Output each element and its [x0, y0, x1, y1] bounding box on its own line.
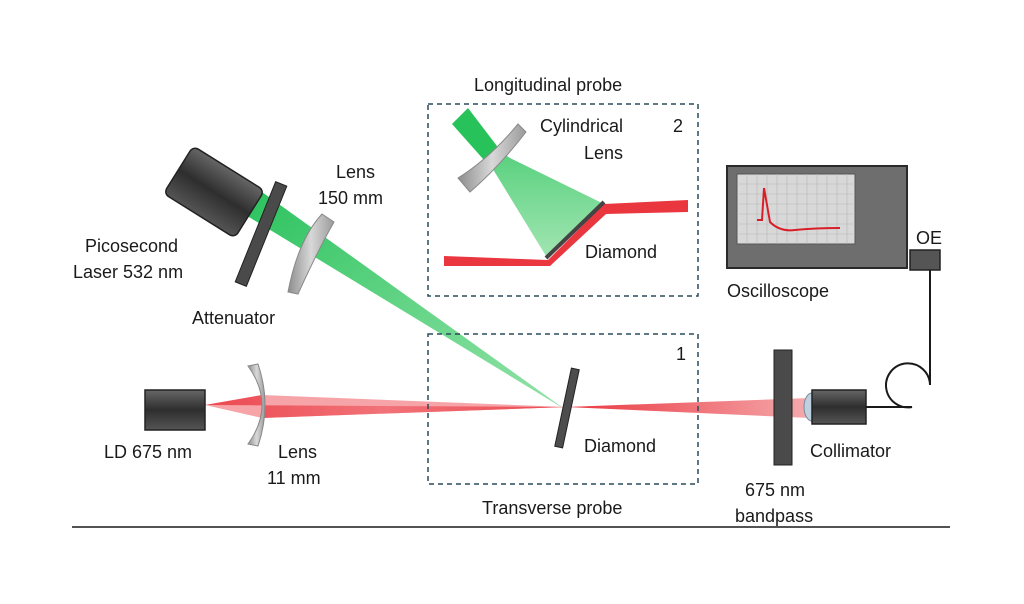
oscilloscope: [726, 165, 908, 269]
oe-detector: [909, 249, 941, 271]
label-collimator: Collimator: [810, 441, 891, 461]
label-oscilloscope: Oscilloscope: [727, 281, 829, 301]
green-beam-into-cyl-lens: [452, 108, 500, 160]
red-probe-beam-left-upper: [205, 395, 566, 418]
attenuator-plate: [234, 181, 288, 287]
label-bandpass-1: 675 nm: [745, 480, 805, 500]
lens-150mm: [287, 213, 335, 295]
green-pump-beam: [244, 192, 566, 410]
label-box1-number: 1: [676, 344, 686, 364]
transverse-probe-box: [427, 333, 699, 485]
label-lens11-1: Lens: [278, 442, 317, 462]
label-box2-number: 2: [673, 116, 683, 136]
label-picosecond-1: Picosecond: [85, 236, 178, 256]
label-attenuator: Attenuator: [192, 308, 275, 328]
ld-675nm-device: [144, 389, 206, 431]
label-longitudinal-probe: Longitudinal probe: [474, 75, 622, 95]
label-oe: OE: [916, 228, 942, 248]
longitudinal-probe-box: [427, 103, 699, 297]
label-lens11-2: 11 mm: [267, 468, 321, 488]
diamond-longitudinal-plate: [544, 200, 606, 260]
label-lens150-2: 150 mm: [318, 188, 383, 208]
oscilloscope-grid: [737, 174, 855, 244]
picosecond-laser: [165, 147, 263, 237]
label-diamond-bottom: Diamond: [584, 436, 656, 456]
lens-11mm: [247, 363, 266, 447]
oscilloscope-trace: [757, 187, 841, 232]
red-beam-longitudinal: [444, 200, 688, 266]
label-lens150-1: Lens: [336, 162, 375, 182]
label-transverse-probe: Transverse probe: [482, 498, 622, 518]
bandpass-filter-675nm: [773, 349, 793, 466]
red-probe-beam-right: [566, 398, 810, 418]
cylindrical-lens: [457, 123, 527, 193]
diamond-transverse-plate: [554, 367, 580, 449]
label-cylindrical-lens-1: Cylindrical: [540, 116, 623, 136]
label-cylindrical-lens-2: Lens: [584, 143, 623, 163]
collimator: [803, 389, 867, 425]
optical-fiber: [866, 270, 931, 409]
label-bandpass-2: bandpass: [735, 506, 813, 526]
label-ld: LD 675 nm: [104, 442, 192, 462]
label-diamond-top: Diamond: [585, 242, 657, 262]
label-picosecond-2: Laser 532 nm: [73, 262, 183, 282]
